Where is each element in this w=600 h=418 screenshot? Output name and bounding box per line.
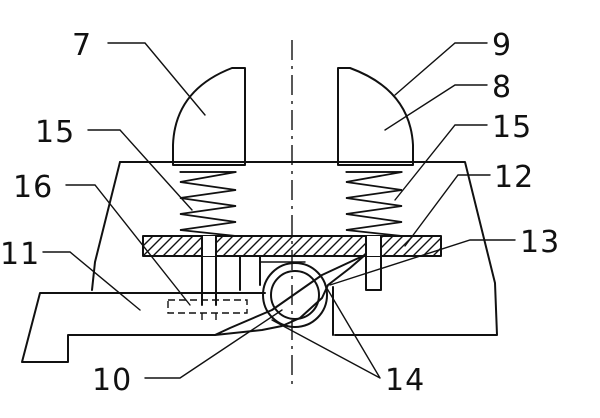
- label-part-12: 12: [494, 160, 534, 195]
- jaw-right: [337, 67, 414, 166]
- label-part-16: 16: [13, 170, 53, 205]
- label-part-11: 11: [0, 237, 40, 272]
- label-part-15-right: 15: [492, 110, 532, 145]
- label-part-15-left: 15: [35, 115, 75, 150]
- label-part-13: 13: [520, 225, 560, 260]
- spring-right: [345, 171, 403, 237]
- leader-lines: [42, 42, 516, 379]
- part-labels: 7 9 8 15 15 16 12 11 13 10 14: [0, 28, 560, 398]
- jaw-left: [172, 67, 246, 166]
- inner-slot: [239, 255, 306, 291]
- cam-roller: [214, 254, 366, 336]
- rod-right: [365, 235, 382, 291]
- label-part-9: 9: [492, 28, 512, 63]
- housing: [91, 161, 498, 336]
- label-part-7: 7: [72, 28, 92, 63]
- label-part-8: 8: [492, 70, 512, 105]
- lever-arm: [21, 292, 266, 363]
- hatched-plate: [142, 235, 442, 257]
- label-part-14: 14: [385, 363, 425, 398]
- spring-left: [179, 171, 237, 237]
- label-part-10: 10: [92, 363, 132, 398]
